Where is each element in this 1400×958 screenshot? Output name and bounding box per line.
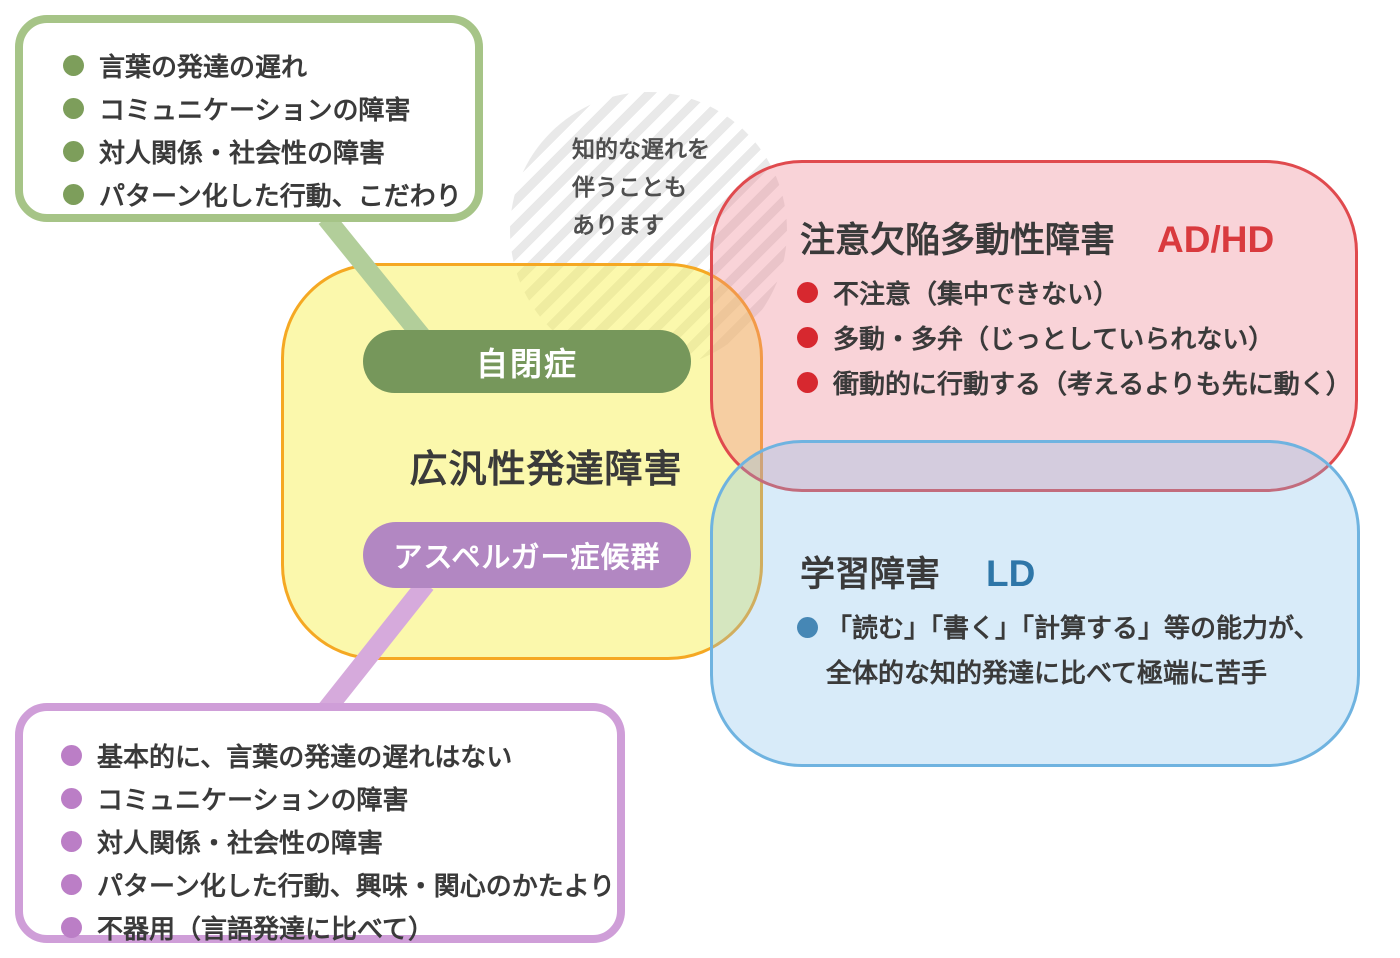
pdd-group-label: 広汎性発達障害 (409, 449, 683, 491)
adhd-title-row: 注意欠陥多動性障害 AD/HD (800, 212, 1274, 263)
feature-label: パターン化した行動、興味・関心のかたより (97, 871, 616, 901)
list-item: コミュニケーションの障害 (61, 777, 617, 820)
list-item: 不器用（言語発達に比べて） (61, 906, 617, 949)
autism-features-box: 言葉の発達の遅れ コミュニケーションの障害 対人関係・社会性の障害 パターン化し… (15, 15, 483, 222)
feature-label: 対人関係・社会性の障害 (99, 138, 386, 168)
list-item: 対人関係・社会性の障害 (63, 130, 475, 173)
feature-label: 衝動的に行動する（考えるよりも先に動く） (833, 369, 1352, 399)
feature-label: コミュニケーションの障害 (97, 785, 409, 815)
bullet-icon (797, 327, 818, 348)
feature-label: 多動・多弁（じっとしていられない） (833, 324, 1275, 354)
ld-item-line-1: 「読む」「書く」「計算する」等の能力が、 (826, 613, 1320, 643)
bullet-icon (797, 282, 818, 303)
ld-group-ellipse (710, 440, 1360, 767)
feature-label: コミュニケーションの障害 (99, 95, 411, 125)
bullet-icon (797, 372, 818, 393)
list-item: 基本的に、言葉の発達の遅れはない (61, 734, 617, 777)
bullet-icon (63, 98, 84, 119)
ld-title-row: 学習障害 LD (800, 546, 1035, 597)
bullet-icon (61, 745, 82, 766)
feature-label: 「読む」「書く」「計算する」等の能力が、 全体的な知的発達に比べて極端に苦手 (826, 606, 1319, 696)
bullet-icon (63, 55, 84, 76)
list-item: 不注意（集中できない） (797, 270, 1352, 315)
list-item: パターン化した行動、興味・関心のかたより (61, 863, 617, 906)
note-line-2: 伴うことも (572, 174, 687, 200)
ld-feature-item: 「読む」「書く」「計算する」等の能力が、 全体的な知的発達に比べて極端に苦手 (797, 606, 1319, 696)
bullet-icon (797, 617, 818, 638)
feature-label: 対人関係・社会性の障害 (97, 828, 384, 858)
adhd-abbr: AD/HD (1157, 219, 1275, 260)
intellectual-delay-note: 知的な遅れを 伴うことも あります (572, 130, 710, 244)
list-item: コミュニケーションの障害 (63, 87, 475, 130)
ld-item-line-2: 全体的な知的発達に比べて極端に苦手 (826, 658, 1267, 688)
bullet-icon (61, 788, 82, 809)
bullet-icon (61, 831, 82, 852)
bullet-icon (61, 874, 82, 895)
list-item: 対人関係・社会性の障害 (61, 820, 617, 863)
list-item: 言葉の発達の遅れ (63, 44, 475, 87)
bullet-icon (63, 184, 84, 205)
feature-label: 言葉の発達の遅れ (99, 52, 308, 82)
ld-title: 学習障害 (800, 555, 941, 594)
note-line-1: 知的な遅れを (572, 136, 710, 162)
feature-label: 不注意（集中できない） (833, 279, 1120, 309)
list-item: 多動・多弁（じっとしていられない） (797, 315, 1352, 360)
adhd-feature-list: 不注意（集中できない） 多動・多弁（じっとしていられない） 衝動的に行動する（考… (797, 270, 1352, 405)
list-item: パターン化した行動、こだわり (63, 173, 475, 216)
adhd-title: 注意欠陥多動性障害 (800, 221, 1116, 260)
asperger-features-box: 基本的に、言葉の発達の遅れはない コミュニケーションの障害 対人関係・社会性の障… (15, 703, 625, 944)
feature-label: パターン化した行動、こだわり (99, 181, 462, 211)
adhd-group-ellipse (710, 160, 1358, 492)
feature-label: 不器用（言語発達に比べて） (97, 914, 434, 944)
autism-pill: 自閉症 (363, 330, 691, 393)
note-line-3: あります (572, 212, 664, 238)
list-item: 衝動的に行動する（考えるよりも先に動く） (797, 360, 1352, 405)
bullet-icon (61, 917, 82, 938)
bullet-icon (63, 141, 84, 162)
asperger-pill: アスペルガー症候群 (363, 522, 691, 588)
ld-abbr: LD (986, 553, 1036, 594)
feature-label: 基本的に、言葉の発達の遅れはない (97, 742, 513, 772)
